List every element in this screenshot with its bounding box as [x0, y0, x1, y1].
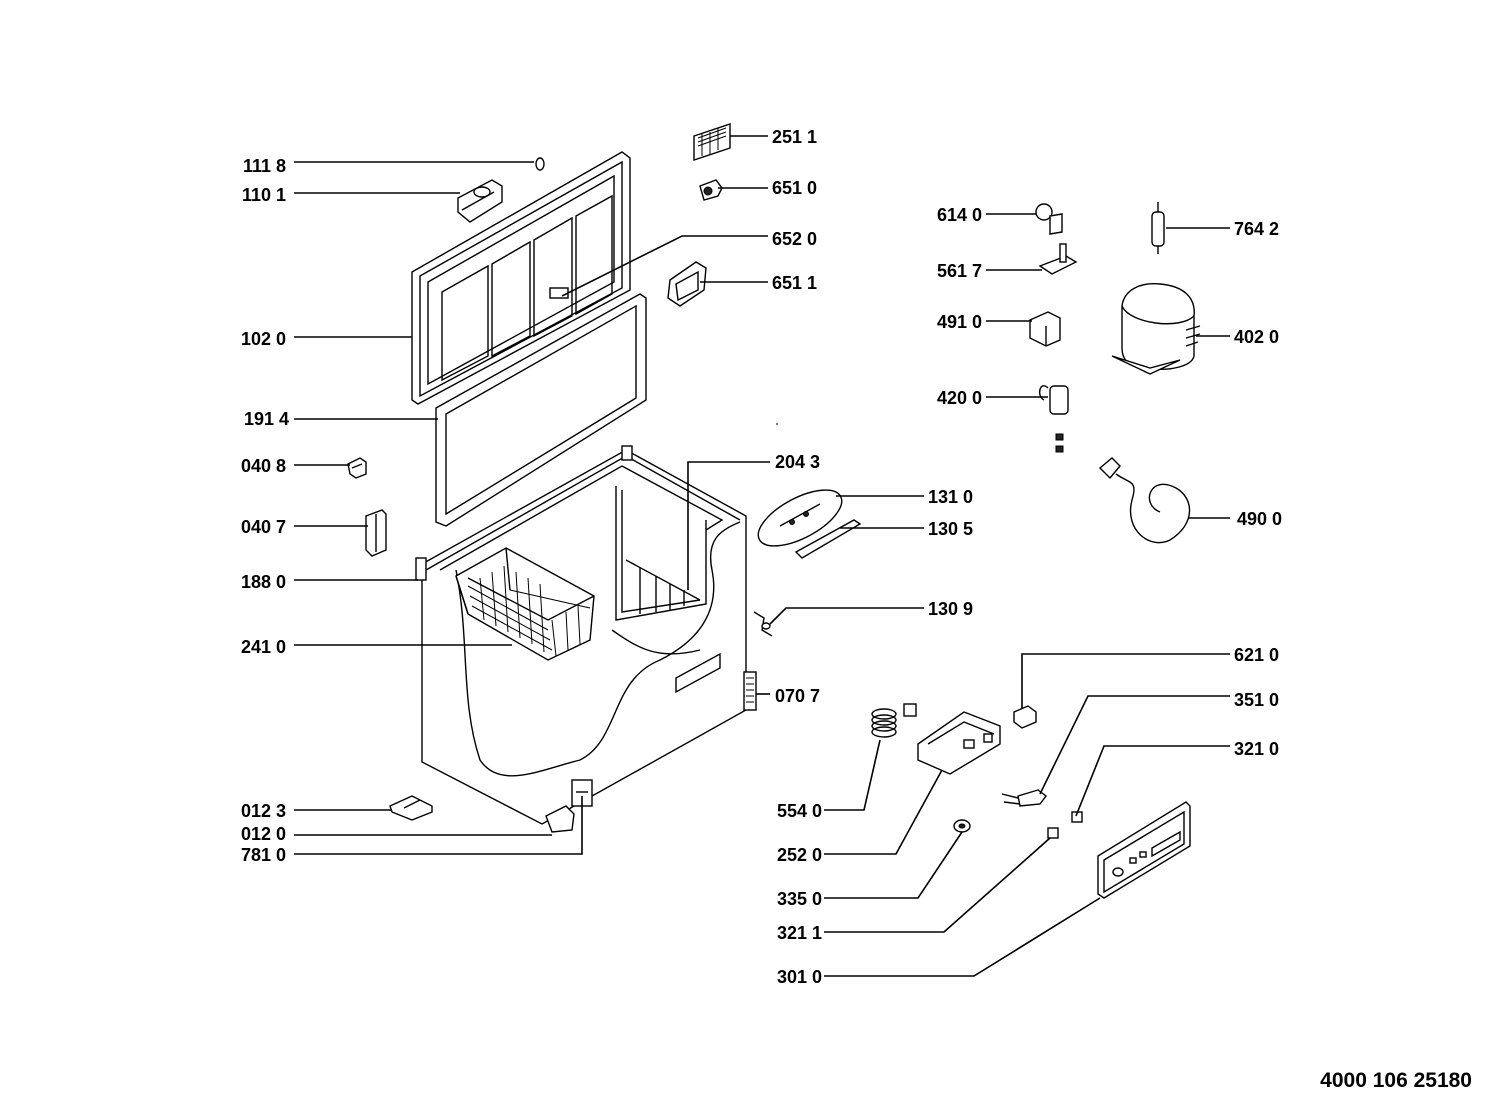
- label-301-0: 301 0: [777, 967, 822, 987]
- part-251-1-drawing: [693, 123, 731, 161]
- part-301-0-drawing: [1097, 801, 1191, 899]
- part-130-5-drawing: [794, 519, 862, 559]
- label-102-0: 102 0: [241, 329, 286, 349]
- part-651-1-drawing: [667, 261, 707, 307]
- label-614-0: 614 0: [937, 205, 982, 225]
- part-130-9-drawing: [753, 611, 773, 637]
- label-040-8: 040 8: [241, 456, 286, 476]
- label-241-0: 241 0: [241, 637, 286, 657]
- part-012-3-drawing: [389, 795, 433, 821]
- label-130-9: 130 9: [928, 599, 973, 619]
- label-554-0: 554 0: [777, 801, 822, 821]
- label-491-0: 491 0: [937, 312, 982, 332]
- label-131-0: 131 0: [928, 487, 973, 507]
- label-651-0: 651 0: [772, 178, 817, 198]
- part-621-0-drawing: [1013, 705, 1037, 729]
- part-191-4-gasket-drawing: [435, 293, 647, 527]
- part-040-8-drawing: [347, 457, 367, 479]
- part-764-2-drawing: [1151, 202, 1165, 254]
- part-241-0-basket-drawing: [455, 547, 595, 661]
- label-251-1: 251 1: [772, 127, 817, 147]
- label-420-0: 420 0: [937, 388, 982, 408]
- part-labels: 111 8 110 1 102 0 191 4 040 8 040 7 188 …: [241, 127, 1472, 1092]
- label-130-5: 130 5: [928, 519, 973, 539]
- part-651-0-drawing: [699, 179, 723, 201]
- part-561-7-drawing: [1038, 243, 1078, 275]
- part-252-0-drawing: [917, 711, 1001, 775]
- leader-lines: [294, 135, 1230, 977]
- label-402-0: 402 0: [1234, 327, 1279, 347]
- part-420-0-drawing: [1038, 385, 1069, 453]
- part-351-0-drawing: [1001, 789, 1047, 807]
- part-321-1-drawing: [1047, 827, 1059, 839]
- label-110-1: 110 1: [242, 185, 286, 205]
- part-402-0-compressor-drawing: [1111, 283, 1201, 375]
- part-491-0-drawing: [1029, 311, 1061, 347]
- label-040-7: 040 7: [241, 517, 286, 537]
- label-321-1: 321 1: [777, 923, 822, 943]
- label-188-0: 188 0: [241, 572, 286, 592]
- part-111-8-drawing: [535, 157, 545, 171]
- label-070-7: 070 7: [775, 686, 820, 706]
- part-554-0-drawing: [871, 703, 917, 738]
- label-781-0: 781 0: [241, 845, 286, 865]
- label-651-1: 651 1: [772, 273, 817, 293]
- label-012-0: 012 0: [241, 824, 286, 844]
- part-131-0-drawing: [757, 489, 843, 547]
- document-number: 4000 106 25180: [1320, 1069, 1472, 1092]
- label-561-7: 561 7: [937, 261, 982, 281]
- label-252-0: 252 0: [777, 845, 822, 865]
- part-614-0-drawing: [1035, 203, 1063, 235]
- label-204-3: 204 3: [775, 452, 820, 472]
- label-351-0: 351 0: [1234, 690, 1279, 710]
- label-652-0: 652 0: [772, 229, 817, 249]
- part-110-1-drawing: [457, 179, 503, 223]
- part-102-0-lid-drawing: [411, 151, 631, 405]
- part-040-7-drawing: [365, 509, 387, 557]
- label-321-0: 321 0: [1234, 739, 1279, 759]
- label-764-2: 764 2: [1234, 219, 1279, 239]
- label-490-0: 490 0: [1237, 509, 1282, 529]
- label-012-3: 012 3: [241, 801, 286, 821]
- label-111-8: 111 8: [243, 156, 286, 176]
- part-335-0-drawing: [953, 819, 971, 833]
- label-191-4: 191 4: [244, 409, 289, 429]
- label-621-0: 621 0: [1234, 645, 1279, 665]
- part-490-0-drawing: [1098, 457, 1191, 544]
- label-335-0: 335 0: [777, 889, 822, 909]
